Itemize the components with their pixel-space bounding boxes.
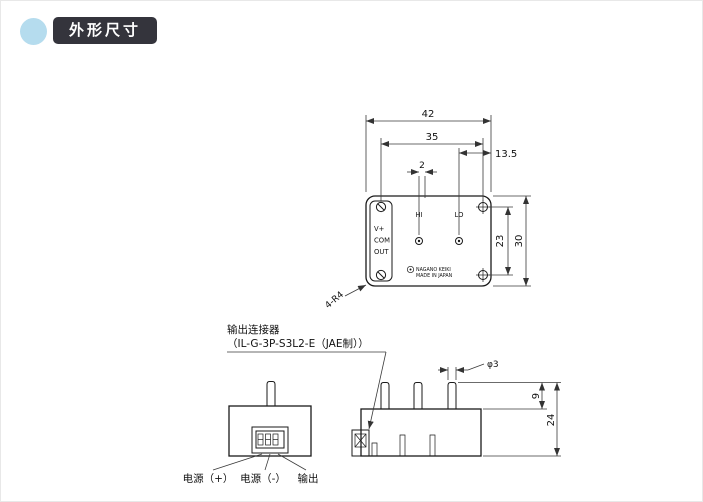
- dim-2-label: 2: [419, 161, 425, 171]
- pressure-port-pin: [266, 381, 276, 406]
- output-connector-front: [251, 426, 289, 454]
- dim-overall-height-30: 30: [493, 195, 531, 287]
- nagano-keiki-logo-icon: [406, 265, 415, 274]
- pin-label-power-minus: 电源（-）: [240, 472, 286, 485]
- side-view: [351, 382, 482, 457]
- dim-hole-span-23: 23: [489, 206, 513, 276]
- dim-35-label: 35: [426, 132, 439, 143]
- connector-label-line2: （IL-G-3P-S3L2-E（JAE制））: [227, 337, 369, 350]
- mount-hole-bottom: [476, 268, 490, 282]
- page-title: 外形尺寸: [53, 17, 158, 44]
- side-body: [360, 408, 482, 457]
- terminal-screw-bottom: [375, 269, 387, 281]
- corner-radius-callout: 4-R4: [323, 284, 367, 311]
- mount-hole-top: [476, 200, 490, 214]
- side-pin-3: [447, 382, 457, 409]
- terminal-out-label: OUT: [374, 248, 389, 256]
- dim-overall-height-24: 24: [483, 382, 561, 457]
- dim-pin-diameter-phi3: φ3: [438, 360, 499, 380]
- brand-line1: NAGANO KEIKI: [416, 267, 451, 273]
- brand-line2: MADE IN JAPAN: [416, 273, 453, 279]
- dim-13-5-label: 13.5: [495, 149, 517, 160]
- terminal-vplus-label: V+: [374, 225, 384, 233]
- dim-adj-offset-2: 2: [407, 161, 437, 235]
- front-view: 电源（+） 电源（-） 输出: [183, 381, 319, 485]
- pin-label-output: 输出: [298, 472, 319, 485]
- pin-label-power-plus: 电源（+）: [183, 472, 234, 485]
- dim-phi3-label: φ3: [487, 360, 499, 370]
- connector-label-line1: 输出连接器: [227, 323, 280, 336]
- case-outline: [365, 195, 492, 287]
- dim-30-label: 30: [514, 235, 525, 248]
- corner-callout-label: 4-R4: [323, 290, 346, 311]
- section-dot-icon: [20, 18, 47, 45]
- output-connector-side: [351, 429, 370, 457]
- side-slot-2: [429, 434, 436, 456]
- terminal-com-label: COM: [374, 237, 390, 245]
- connector-callout: 输出连接器 （IL-G-3P-S3L2-E（JAE制））: [227, 323, 387, 430]
- dim-23-label: 23: [495, 235, 506, 248]
- dim-9-label: 9: [531, 393, 542, 399]
- top-view: V+ COM OUT HI LO: [365, 195, 492, 287]
- dim-overall-width-42: 42: [365, 109, 492, 192]
- adj-hi-hole: [415, 237, 423, 245]
- side-pin-1: [380, 382, 390, 409]
- dim-right-offset-13-5: 13.5: [458, 148, 517, 235]
- side-slot-1: [399, 434, 406, 456]
- adj-lo-hole: [455, 237, 463, 245]
- side-slot-small: [371, 442, 378, 456]
- dim-24-label: 24: [546, 414, 557, 427]
- side-pin-2: [413, 382, 423, 409]
- leader-output: [277, 453, 307, 471]
- terminal-screw-top: [375, 201, 387, 213]
- dim-pin-height-9: 9: [458, 382, 561, 410]
- leader-power-plus: [212, 453, 263, 471]
- dim-42-label: 42: [422, 109, 435, 120]
- leader-power-minus: [264, 453, 271, 471]
- dim-hole-span-35: 35: [380, 132, 484, 201]
